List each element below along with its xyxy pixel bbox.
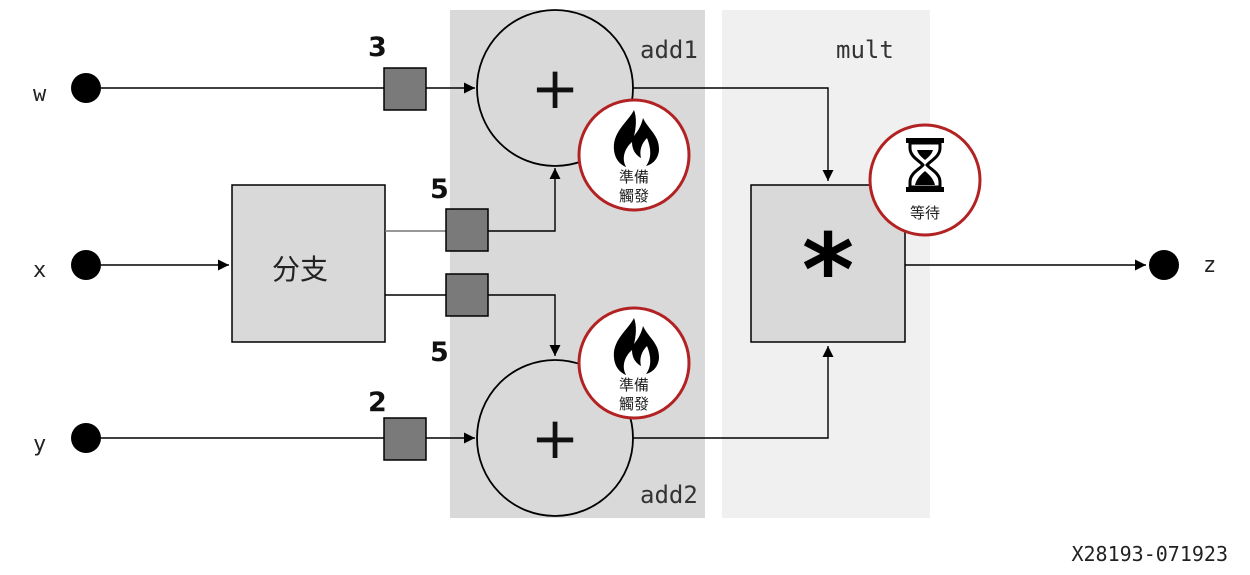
register-w (383, 67, 427, 111)
input-port-y (71, 423, 101, 453)
fire-icon (613, 110, 659, 167)
add2-region-title: add2 (640, 481, 698, 509)
add1-region-title: add1 (640, 36, 698, 64)
mult-badge-line1: 等待 (910, 204, 940, 222)
add2-badge-line2: 觸發 (619, 395, 649, 413)
mult-region-title: mult (836, 36, 894, 64)
wire-add2-to-mult (632, 346, 834, 439)
latency-w: 3 (368, 32, 387, 63)
add1-badge-line2: 觸發 (619, 187, 649, 205)
branch-node-label: 分支 (272, 253, 328, 286)
wire-reg-b-to-add2 (488, 294, 561, 356)
hourglass-icon (906, 138, 944, 192)
register-y (383, 417, 427, 461)
input-label-x: x (33, 258, 46, 283)
mult-symbol: * (802, 212, 854, 329)
input-label-y: y (33, 432, 46, 457)
wire-add1-to-mult (632, 87, 834, 181)
add2-status-badge: 準備 觸發 (577, 306, 691, 420)
add1-symbol: + (531, 54, 580, 122)
input-port-x (71, 250, 101, 280)
output-label-z: z (1203, 253, 1216, 278)
input-port-w (71, 73, 101, 103)
output-port-z (1149, 250, 1179, 280)
wire-reg-a-to-add1 (488, 168, 561, 232)
latency-branch-b: 5 (430, 337, 449, 368)
add1-status-badge: 準備 觸發 (577, 98, 691, 212)
fire-icon (613, 318, 659, 375)
input-label-w: w (33, 82, 47, 107)
add2-badge-line1: 準備 (619, 376, 649, 394)
add1-badge-line1: 準備 (619, 168, 649, 186)
latency-y: 2 (368, 387, 387, 418)
register-branch-a (445, 208, 489, 252)
mult-status-badge: 等待 (868, 123, 982, 237)
latency-branch-a: 5 (430, 174, 449, 205)
register-branch-b (445, 273, 489, 317)
branch-node (231, 184, 386, 343)
add2-symbol: + (531, 404, 580, 472)
figure-id: X28193-071923 (1071, 542, 1228, 566)
